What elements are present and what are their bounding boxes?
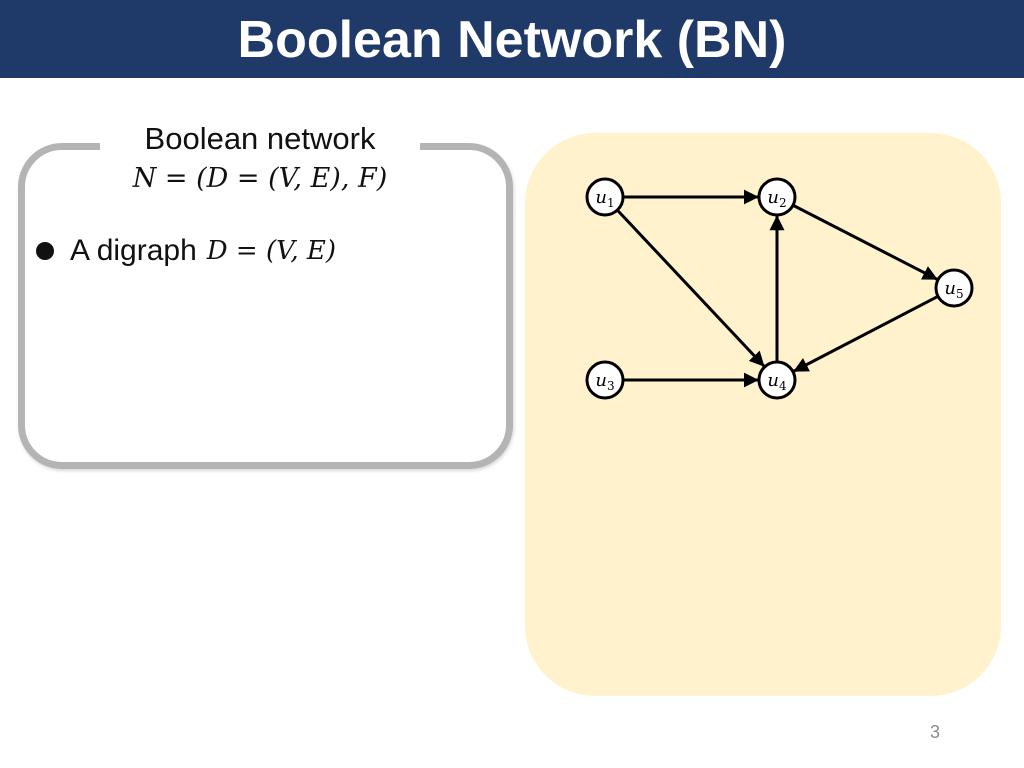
edge-u1-u4 bbox=[616, 209, 766, 368]
bullet-label: A digraph bbox=[70, 234, 197, 267]
heading-label: Boolean network bbox=[144, 121, 376, 156]
node-circle bbox=[757, 177, 797, 217]
node-label: u4 bbox=[767, 370, 787, 393]
digraph-bullet: A digraph D = (V, E) bbox=[36, 226, 336, 276]
graph-panel bbox=[525, 133, 1001, 696]
definition-heading: Boolean network N = (D = (V, E), F) bbox=[100, 116, 420, 202]
node-u2: u2 bbox=[757, 177, 797, 217]
bullet-formula: D = (V, E) bbox=[206, 236, 336, 266]
node-label: u1 bbox=[595, 187, 614, 210]
heading-formula: N = (D = (V, E), F) bbox=[132, 163, 388, 194]
slide-title: Boolean Network (BN) bbox=[237, 11, 787, 69]
node-circle bbox=[585, 177, 625, 217]
node-circle bbox=[585, 360, 625, 400]
bullet-dot-icon bbox=[36, 242, 54, 260]
graph-nodes: u1 u2 u3 u4 u5 bbox=[585, 177, 974, 400]
graph-edges bbox=[616, 189, 939, 388]
title-bar bbox=[0, 0, 1024, 78]
node-label: u3 bbox=[595, 370, 614, 393]
edge-u2-u5 bbox=[792, 203, 938, 281]
node-u5: u5 bbox=[934, 268, 974, 308]
edge-u5-u4 bbox=[793, 294, 939, 373]
node-circle bbox=[934, 268, 974, 308]
node-u4: u4 bbox=[757, 360, 797, 400]
node-label: u5 bbox=[944, 278, 963, 301]
node-label: u2 bbox=[767, 187, 786, 210]
page-number: 3 bbox=[929, 722, 940, 742]
node-u1: u1 bbox=[585, 177, 625, 217]
node-circle bbox=[757, 360, 797, 400]
node-u3: u3 bbox=[585, 360, 625, 400]
